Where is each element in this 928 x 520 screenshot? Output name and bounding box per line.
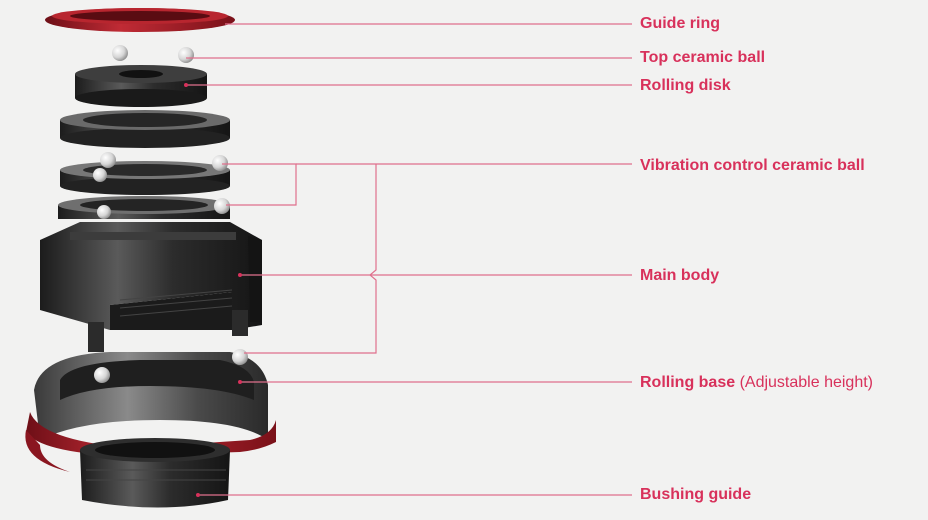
label-top-ceramic-ball: Top ceramic ball bbox=[640, 48, 765, 68]
label-main-body: Main body bbox=[640, 266, 719, 286]
vibration-control-ring bbox=[58, 161, 230, 219]
leader-vibration-ball-upper bbox=[222, 164, 296, 205]
upper-ring-part bbox=[60, 110, 230, 148]
guide-ring-part bbox=[45, 8, 235, 32]
main-body-part bbox=[40, 222, 262, 352]
bushing-guide-part bbox=[80, 438, 230, 508]
label-bushing-guide: Bushing guide bbox=[640, 485, 751, 505]
label-vibration-control-ceramic-ball: Vibration control ceramic ball bbox=[640, 156, 865, 176]
label-guide-ring: Guide ring bbox=[640, 14, 720, 34]
leader-vibration-bracket bbox=[244, 164, 376, 353]
label-rolling-base-title: Rolling base bbox=[640, 374, 735, 391]
label-rolling-base: Rolling base (Adjustable height) bbox=[640, 373, 873, 393]
label-rolling-base-note: (Adjustable height) bbox=[740, 374, 873, 391]
top-ceramic-balls bbox=[112, 45, 194, 63]
label-rolling-disk: Rolling disk bbox=[640, 76, 731, 96]
